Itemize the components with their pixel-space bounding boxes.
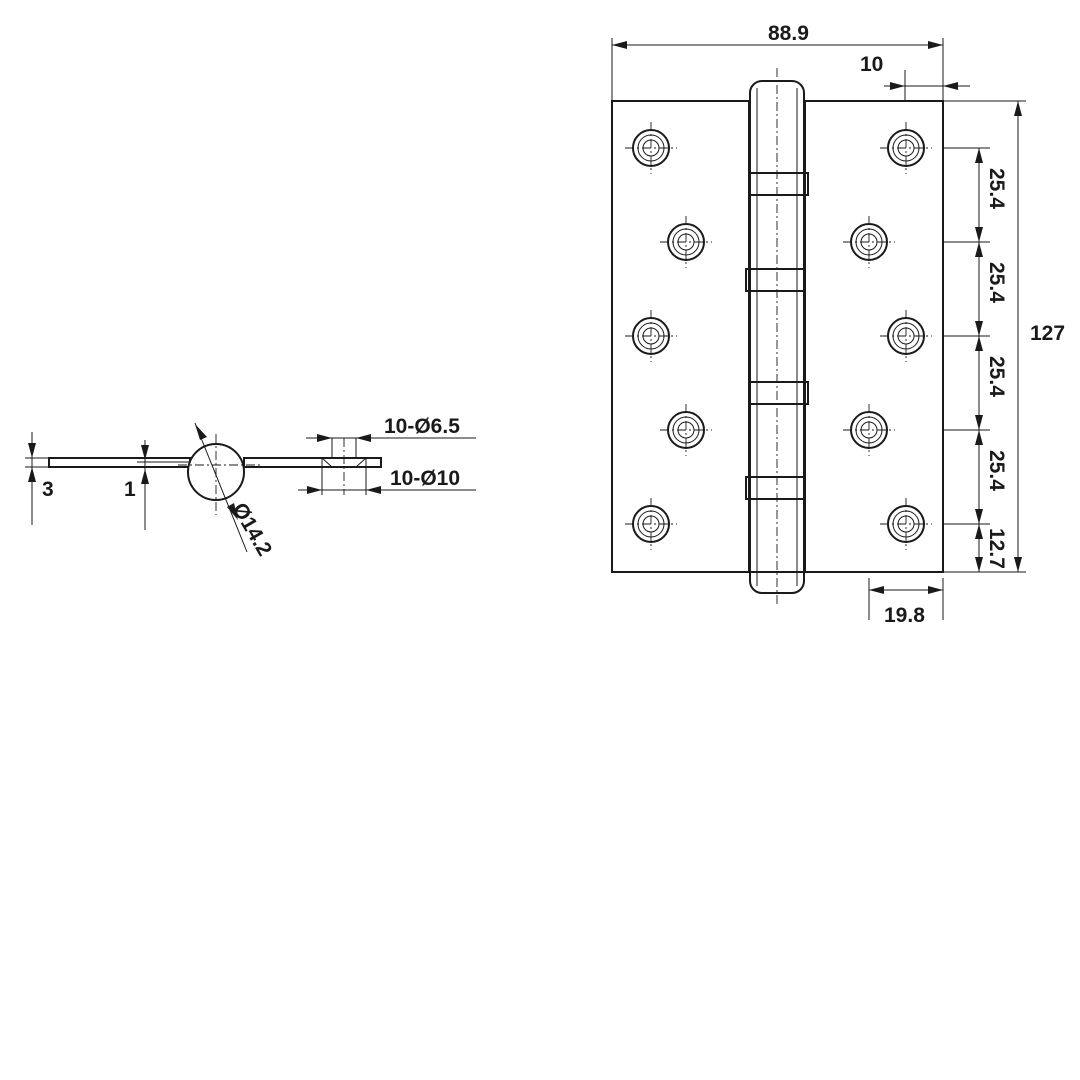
- screw-hole: [880, 122, 932, 174]
- right-leaf-outline: [804, 100, 944, 573]
- screw-hole: [880, 498, 932, 550]
- screw-hole: [843, 404, 895, 456]
- dim-arrow: [975, 242, 983, 257]
- dim-arrow: [317, 434, 332, 442]
- dim-arrow: [28, 443, 36, 458]
- dim-arrow: [1014, 101, 1022, 116]
- knuckle-segment-1: [749, 172, 809, 196]
- knuckle-segment-3: [749, 381, 809, 405]
- right-leaf-profile: [243, 457, 382, 468]
- dim-overall-height: 127: [1030, 322, 1065, 345]
- dim-arrow: [869, 586, 884, 594]
- dim-arrow: [141, 469, 149, 484]
- dim-arrow: [943, 82, 958, 90]
- dim-overall-width: 88.9: [768, 22, 809, 45]
- knuckle-segment-4: [745, 476, 805, 500]
- screw-holes: [625, 122, 932, 550]
- dim-arrow: [975, 227, 983, 242]
- countersink-hole: [321, 457, 367, 468]
- side-view: 3 1 Ø14.2 10-Ø6.5 10-Ø10: [25, 415, 476, 560]
- dim-arrow: [975, 509, 983, 524]
- dim-arrow: [928, 41, 943, 49]
- screw-hole: [625, 498, 677, 550]
- dim-gap: 1: [124, 478, 136, 501]
- dim-hole-outer: 10-Ø10: [390, 467, 460, 490]
- dim-arrow: [227, 503, 238, 520]
- screw-hole: [660, 404, 712, 456]
- dim-arrow: [356, 434, 371, 442]
- dim-arrow: [1014, 557, 1022, 572]
- dim-hole-pitch-2: 25.4: [985, 262, 1008, 303]
- knuckle-segment-2: [745, 268, 805, 292]
- front-view: 88.9 10 127 25.4 25.4 25.4 25.4: [611, 22, 1065, 627]
- screw-hole: [625, 122, 677, 174]
- screw-hole: [660, 216, 712, 268]
- screw-hole: [625, 310, 677, 362]
- dim-leaf-thickness: 3: [42, 478, 54, 501]
- screw-hole: [880, 310, 932, 362]
- dim-arrow: [366, 486, 381, 494]
- dim-knuckle-diameter: Ø14.2: [228, 499, 277, 560]
- dim-arrow: [975, 321, 983, 336]
- dim-arrow: [975, 524, 983, 539]
- dim-arrow: [890, 82, 905, 90]
- dim-edge-to-hole: 12.7: [985, 528, 1008, 569]
- dim-arrow: [28, 467, 36, 482]
- dim-hole-pitch-1: 25.4: [985, 168, 1008, 209]
- dim-arrow: [975, 415, 983, 430]
- dim-arrow: [928, 586, 943, 594]
- dim-hole-to-edge: 19.8: [884, 604, 925, 627]
- dim-arrow: [975, 557, 983, 572]
- dim-hole-pitch-3: 25.4: [985, 356, 1008, 397]
- screw-hole: [843, 216, 895, 268]
- dim-arrow: [975, 148, 983, 163]
- dim-arrow: [141, 445, 149, 460]
- dim-arrow: [975, 430, 983, 445]
- dim-hole-inner: 10-Ø6.5: [384, 415, 460, 438]
- dim-hole-pitch-4: 25.4: [985, 450, 1008, 491]
- dim-arrow: [307, 486, 322, 494]
- dim-arrow: [195, 424, 207, 440]
- dim-line-knuckle-diameter: [194, 422, 248, 553]
- dim-knuckle-offset: 10: [860, 53, 883, 76]
- dim-arrow: [975, 336, 983, 351]
- dim-arrow: [612, 41, 627, 49]
